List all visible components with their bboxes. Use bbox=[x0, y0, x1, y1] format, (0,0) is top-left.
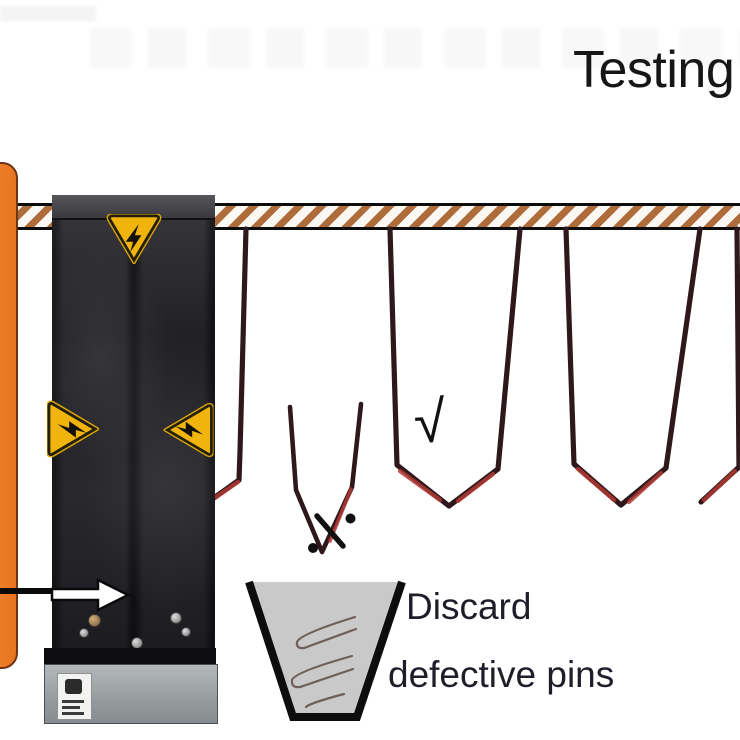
pointer-arrow-tail bbox=[0, 588, 64, 594]
discard-caption-line1: Discard bbox=[406, 586, 532, 627]
screw bbox=[181, 627, 191, 637]
check-mark-icon: √ bbox=[411, 388, 449, 457]
discarded-pins bbox=[290, 615, 358, 709]
hanging-pin-partial bbox=[698, 226, 740, 505]
base-label-line bbox=[62, 706, 80, 709]
screw bbox=[170, 612, 182, 624]
falling-defective-pin bbox=[287, 401, 364, 555]
pointer-arrow-icon bbox=[50, 577, 131, 613]
base-label-line bbox=[62, 700, 84, 703]
watermark-smudge bbox=[90, 28, 740, 68]
hanging-pin bbox=[563, 226, 703, 508]
warning-triangle-icon bbox=[163, 402, 214, 458]
hanging-pin bbox=[387, 226, 523, 509]
page-title: Testing bbox=[573, 41, 735, 99]
machine-base bbox=[44, 664, 218, 724]
base-label-logo bbox=[65, 679, 82, 694]
base-label-line bbox=[62, 712, 84, 715]
reject-mark-icon bbox=[308, 513, 356, 553]
watermark-smudge bbox=[0, 6, 96, 21]
warning-triangle-icon bbox=[106, 214, 162, 264]
testing-machine-tower bbox=[47, 195, 215, 655]
discard-bucket bbox=[245, 580, 406, 721]
machine-flange bbox=[44, 648, 216, 666]
screw bbox=[79, 628, 89, 638]
screw bbox=[88, 614, 101, 627]
discard-caption-line2: defective pins bbox=[388, 654, 615, 695]
base-label bbox=[57, 673, 92, 720]
warning-triangle-icon bbox=[47, 400, 99, 458]
